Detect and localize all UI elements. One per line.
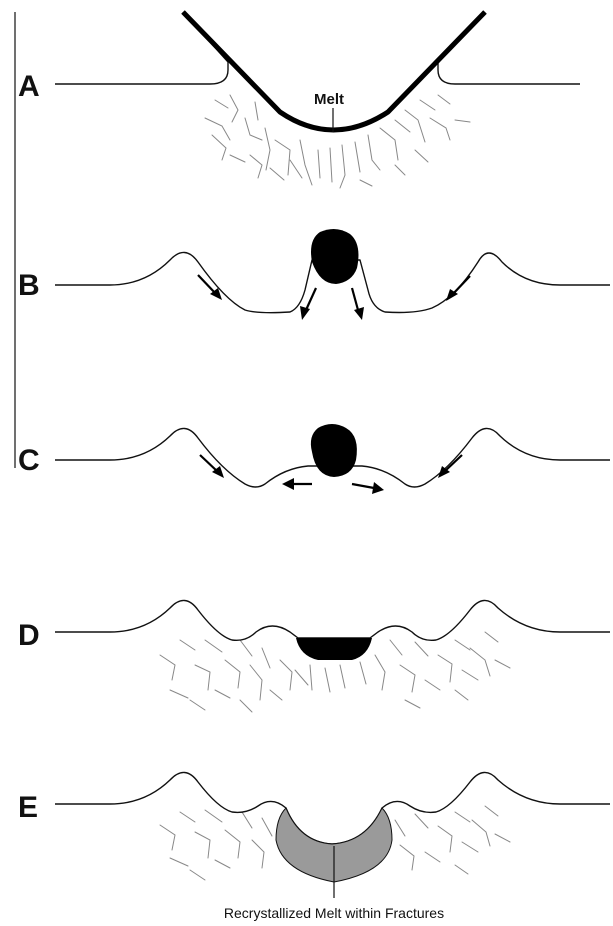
stage-a-fractures (205, 95, 470, 188)
stage-c-melt-plume (311, 424, 357, 477)
stage-d-label: D (18, 619, 40, 652)
stage-e-label: E (18, 791, 38, 824)
recrystallized-melt-caption: Recrystallized Melt within Fractures (224, 905, 444, 921)
stage-d-melt-pool (296, 638, 372, 660)
stage-a-label: A (18, 70, 40, 103)
stage-d-panel: D (18, 600, 610, 712)
melt-label: Melt (314, 91, 344, 108)
stage-a-surface-right (438, 12, 580, 84)
stage-c-label: C (18, 444, 40, 477)
stage-e-panel: E Recrystallized Melt within Fractures (18, 772, 610, 921)
stage-a-surface (55, 12, 228, 84)
stage-b-panel: B (18, 229, 610, 320)
stage-c-panel: C (18, 424, 610, 494)
stage-e-surface (55, 772, 610, 844)
stage-a-panel: A Melt (18, 12, 580, 188)
stage-d-surface (55, 600, 610, 640)
stage-b-melt-plume (311, 229, 358, 284)
stage-b-label: B (18, 269, 40, 302)
